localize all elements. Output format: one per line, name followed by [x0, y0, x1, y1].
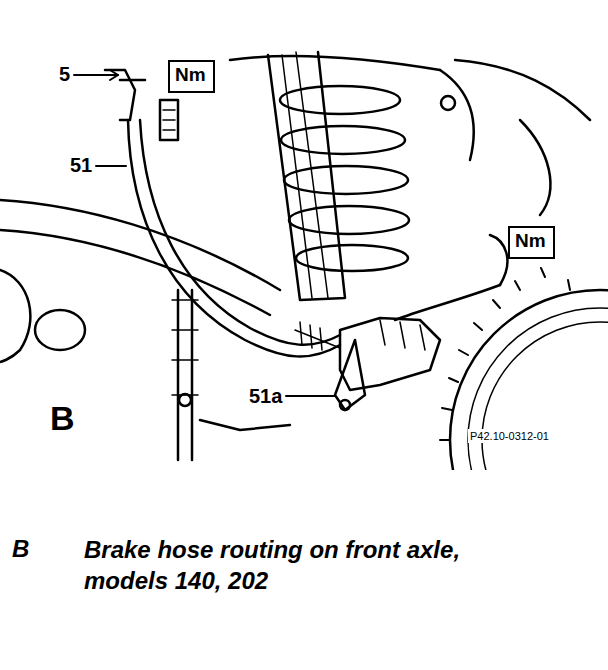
brake-line	[490, 235, 507, 285]
torque-box: Nm	[168, 60, 215, 93]
tie-rod-joint	[179, 394, 191, 406]
tie-rod	[172, 300, 198, 395]
body-line	[520, 120, 550, 215]
bolt	[441, 96, 455, 110]
caliper-detail	[380, 320, 425, 350]
figure-code: P42.10-0312-01	[468, 429, 551, 443]
body-line	[230, 56, 440, 70]
hose-clip	[163, 110, 175, 130]
control-arm	[0, 230, 270, 315]
brake-disc	[440, 268, 608, 470]
coil-spring	[280, 86, 409, 271]
leader-line	[286, 395, 335, 397]
brake-hose	[140, 120, 340, 345]
body-line	[455, 60, 590, 120]
brake-hose	[128, 120, 340, 356]
leader-arrow	[110, 70, 118, 80]
hose-fitting	[335, 340, 365, 410]
bleed-screw	[340, 400, 350, 410]
torque-box: Nm	[508, 226, 555, 259]
callout-number: 51a	[249, 385, 282, 407]
hose-clip	[300, 322, 322, 350]
bushing	[35, 310, 85, 350]
figure-caption: Brake hose routing on front axle, models…	[84, 534, 504, 596]
torque-symbol: Nm	[515, 231, 548, 252]
leader-line	[74, 74, 118, 76]
subframe	[200, 420, 290, 430]
callout-number: 51	[70, 154, 92, 176]
hose-bracket	[105, 70, 135, 120]
view-letter: B	[50, 400, 75, 437]
caption-letter: B	[12, 536, 29, 562]
subframe	[0, 270, 30, 362]
hose-clip	[160, 100, 178, 140]
torque-symbol: Nm	[175, 65, 208, 86]
brake-line	[395, 285, 500, 320]
tie-rod	[178, 290, 192, 460]
bracket-tab	[120, 79, 145, 82]
body-line	[440, 70, 474, 160]
control-arm	[0, 200, 280, 290]
leader-line	[96, 165, 126, 167]
brake-caliper	[340, 318, 440, 390]
callout-number: 5	[59, 63, 70, 85]
